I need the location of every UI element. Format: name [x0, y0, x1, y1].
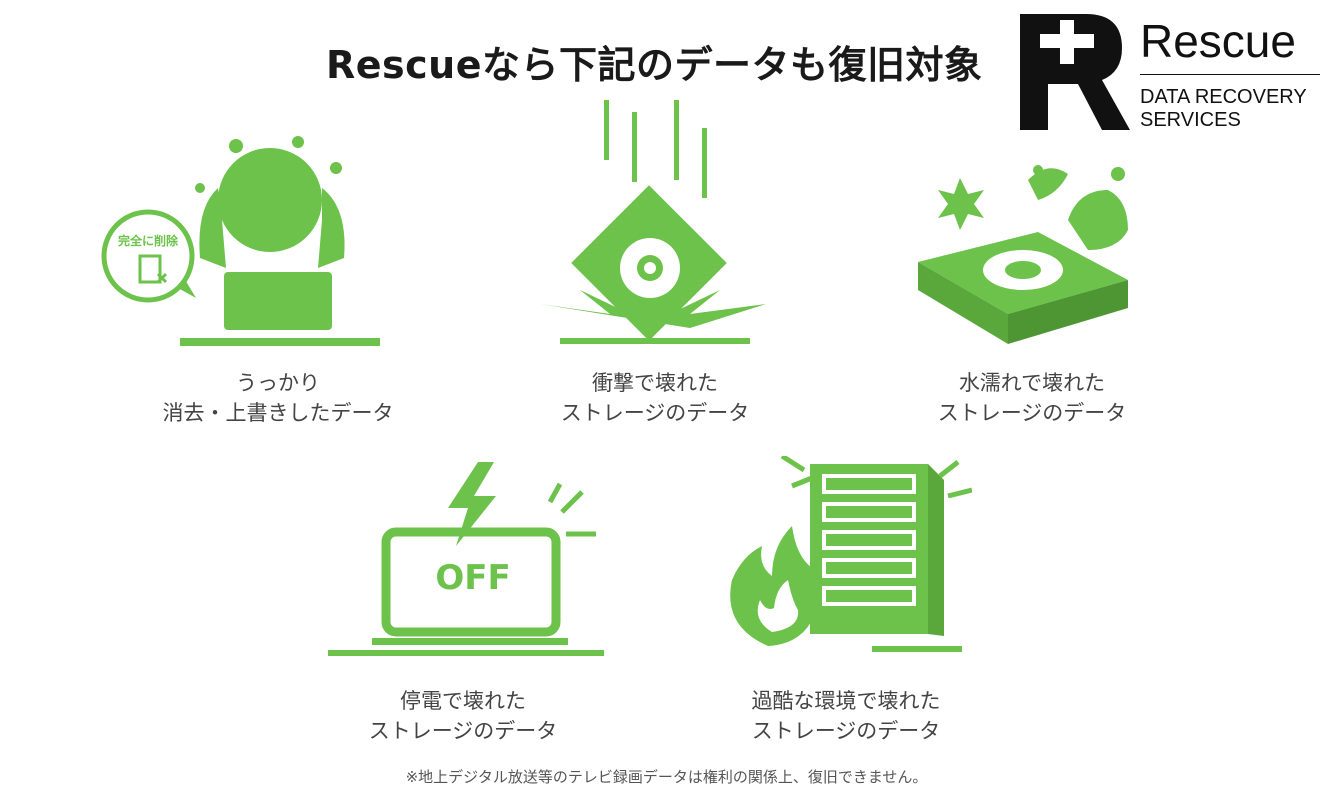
logo-subtitle: DATA RECOVERY SERVICES: [1140, 86, 1307, 131]
case-caption: 水濡れで壊れた ストレージのデータ: [937, 371, 1127, 425]
footnote: ※地上デジタル放送等のテレビ録画データは権利の関係上、復旧できません。: [405, 768, 928, 786]
hdd-water-icon: [918, 165, 1128, 344]
logo-divider: [1140, 74, 1320, 75]
person-deleted-icon: [101, 136, 380, 346]
case-caption: 過酷な環境で壊れた ストレージのデータ: [751, 689, 941, 743]
rescue-logo: Rescue DATA RECOVERY SERVICES: [1018, 12, 1324, 132]
hdd-shock-icon: [540, 100, 766, 344]
case-caption: うっかり 消去・上書きしたデータ: [162, 371, 394, 425]
case-caption: 停電で壊れた ストレージのデータ: [368, 689, 558, 743]
power-off-icon: [328, 462, 604, 656]
logo-name: Rescue: [1140, 15, 1296, 67]
rescue-logo-mark-icon: [1020, 14, 1130, 130]
server-fire-icon: [730, 456, 972, 652]
speech-bubble-text: 完全に削除: [117, 234, 178, 248]
case-caption: 衝撃で壊れた ストレージのデータ: [560, 371, 750, 425]
page-title: Rescueなら下記のデータも復旧対象: [326, 43, 983, 87]
screen-off-label: OFF: [435, 558, 511, 598]
